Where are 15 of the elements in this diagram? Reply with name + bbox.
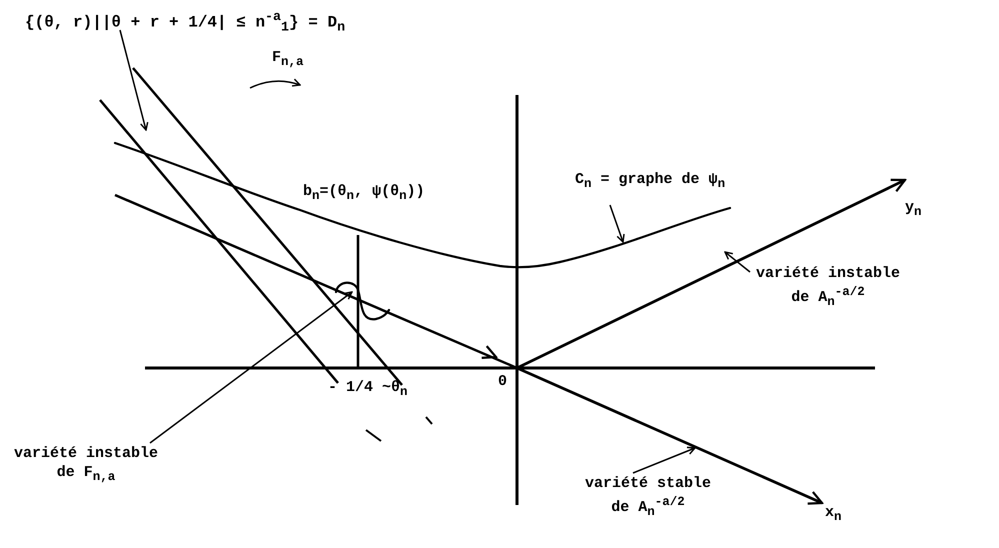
leader-line	[724, 251, 750, 273]
tick-label: - 1/4 ~θ$_{n}$	[328, 378, 408, 401]
leader-line	[119, 30, 148, 131]
curve-label: C$_{n}$ = graphe de ψ$_{n}$	[575, 170, 726, 194]
leader-line	[632, 446, 696, 474]
leader-line	[150, 291, 353, 444]
axis-label: x$_{n}$	[825, 503, 842, 526]
axis-label: y$_{n}$	[905, 198, 922, 221]
manifold-label: variété instable de F$_{n,a}$	[8, 444, 164, 487]
point-label: b$_{n}$=(θ$_{n}$, ψ(θ$_{n}$))	[303, 182, 425, 205]
leader-line	[609, 204, 625, 243]
origin-label: 0	[498, 372, 508, 391]
graph-curve	[114, 142, 732, 268]
set-definition-label: {(θ, r)||θ + r + 1/4| ≤ n$^{-a}$$_{1}$} = D$_{n}$	[25, 8, 346, 38]
map-label: F$_{n,a}$	[272, 48, 304, 71]
